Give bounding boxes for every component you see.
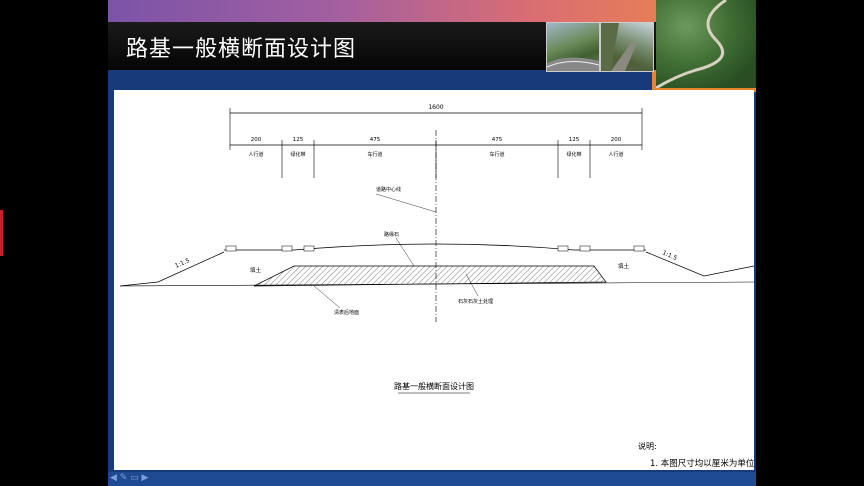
ground-line bbox=[119, 281, 755, 287]
pavement-leader bbox=[395, 237, 415, 267]
centerline-leader bbox=[375, 193, 437, 213]
segment-size: 475 bbox=[370, 137, 381, 143]
segment-label: 车行道 bbox=[489, 151, 504, 158]
left-slope bbox=[119, 251, 225, 287]
treated-layer bbox=[253, 265, 607, 287]
notes-line-1: 1. 本图尺寸均以厘米为单位。 bbox=[650, 458, 754, 469]
slide-nav-icons[interactable]: ◀ ✎ ▭ ▶ bbox=[110, 473, 149, 483]
drawing-sheet: 1600 200 125 475 475 125 200 人行道 绿化带 bbox=[114, 90, 756, 470]
curb-right-outer bbox=[633, 245, 645, 252]
gravel-label: 石灰石灰土处理 bbox=[458, 298, 493, 305]
curb-right-median bbox=[557, 245, 569, 252]
base-label: 清表后地面 bbox=[334, 309, 359, 316]
pavement-label: 路缘石 bbox=[384, 231, 399, 238]
fill-right-label: 填土 bbox=[618, 262, 630, 270]
road-photo-1 bbox=[546, 22, 600, 72]
slope-right-label: 1:1.5 bbox=[661, 249, 678, 262]
segment-label: 绿化带 bbox=[290, 151, 305, 158]
slide-bottom-bar bbox=[108, 472, 756, 486]
road-photo-1-art bbox=[547, 57, 599, 71]
centerline-label: 道路中心线 bbox=[376, 186, 401, 193]
gravel-leader bbox=[465, 273, 479, 297]
road-surface-line bbox=[224, 243, 646, 251]
segment-size: 200 bbox=[251, 137, 262, 143]
segment-label: 车行道 bbox=[367, 151, 382, 158]
mountain-road-photo-art bbox=[655, 0, 727, 90]
slide-title: 路基一般横断面设计图 bbox=[126, 37, 357, 62]
gradient-top-bar bbox=[108, 0, 756, 22]
notes-heading: 说明: bbox=[638, 441, 657, 451]
mountain-road-photo bbox=[655, 0, 756, 90]
curb-right-inner bbox=[579, 245, 591, 252]
segment-size: 475 bbox=[492, 137, 503, 143]
segment-size: 125 bbox=[293, 137, 304, 143]
cross-section-drawing: 1600 200 125 475 475 125 200 人行道 绿化带 bbox=[119, 104, 756, 469]
road-photo-2 bbox=[600, 22, 654, 72]
cliff-road bbox=[611, 43, 637, 71]
segment-label: 人行道 bbox=[608, 151, 623, 158]
drawing-caption: 路基一般横断面设计图 bbox=[394, 381, 474, 391]
road-photo-2-art bbox=[601, 23, 637, 71]
total-width-label: 1600 bbox=[428, 104, 443, 111]
base-leader bbox=[313, 285, 341, 309]
segment-label: 人行道 bbox=[248, 151, 263, 158]
winding-road bbox=[655, 0, 727, 90]
right-slope bbox=[645, 251, 755, 277]
curb-left-outer bbox=[225, 245, 237, 252]
curb-left-inner bbox=[281, 245, 293, 252]
segment-size: 200 bbox=[611, 137, 622, 143]
segment-size: 125 bbox=[569, 137, 580, 143]
road-surface bbox=[547, 57, 599, 71]
cliff-face bbox=[601, 23, 619, 71]
segment-label: 绿化带 bbox=[566, 151, 581, 158]
fill-left-label: 填土 bbox=[250, 266, 262, 274]
curb-left-median bbox=[303, 245, 315, 252]
left-edge-marker bbox=[0, 210, 3, 256]
road-marking bbox=[547, 61, 599, 68]
